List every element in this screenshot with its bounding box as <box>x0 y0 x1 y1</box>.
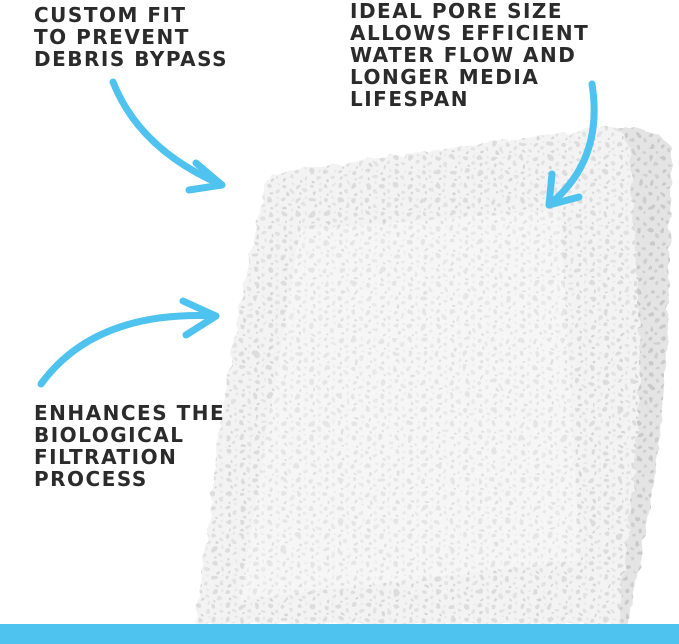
callout-line: WATER FLOW AND <box>350 43 577 67</box>
arrow-pore-size <box>545 80 598 209</box>
arrow-biological <box>37 297 220 388</box>
curved-arrow-icon <box>37 297 220 388</box>
sponge-body <box>195 127 672 624</box>
callout-line: BIOLOGICAL <box>34 423 185 447</box>
accent-bottom-bar <box>0 624 679 644</box>
callout-line: ALLOWS EFFICIENT <box>350 21 590 45</box>
callout-line: ENHANCES THE <box>34 401 226 425</box>
callout-line: IDEAL PORE SIZE <box>350 0 564 23</box>
arrow-custom-fit <box>109 78 226 194</box>
callout-line: TO PREVENT <box>34 25 190 49</box>
callout-line: FILTRATION <box>34 445 178 469</box>
curved-arrow-icon <box>109 78 226 194</box>
callout-line: LONGER MEDIA <box>350 65 540 89</box>
callout-line: CUSTOM FIT <box>34 3 187 27</box>
callout-line: PROCESS <box>34 467 148 491</box>
callout-pore-size: IDEAL PORE SIZE ALLOWS EFFICIENT WATER F… <box>350 0 589 110</box>
callout-biological: ENHANCES THE BIOLOGICAL FILTRATION PROCE… <box>34 402 225 490</box>
callout-custom-fit: CUSTOM FIT TO PREVENT DEBRIS BYPASS <box>34 4 228 70</box>
callout-line: DEBRIS BYPASS <box>34 47 229 71</box>
curved-arrow-icon <box>545 80 598 209</box>
callout-line: LIFESPAN <box>350 87 469 111</box>
